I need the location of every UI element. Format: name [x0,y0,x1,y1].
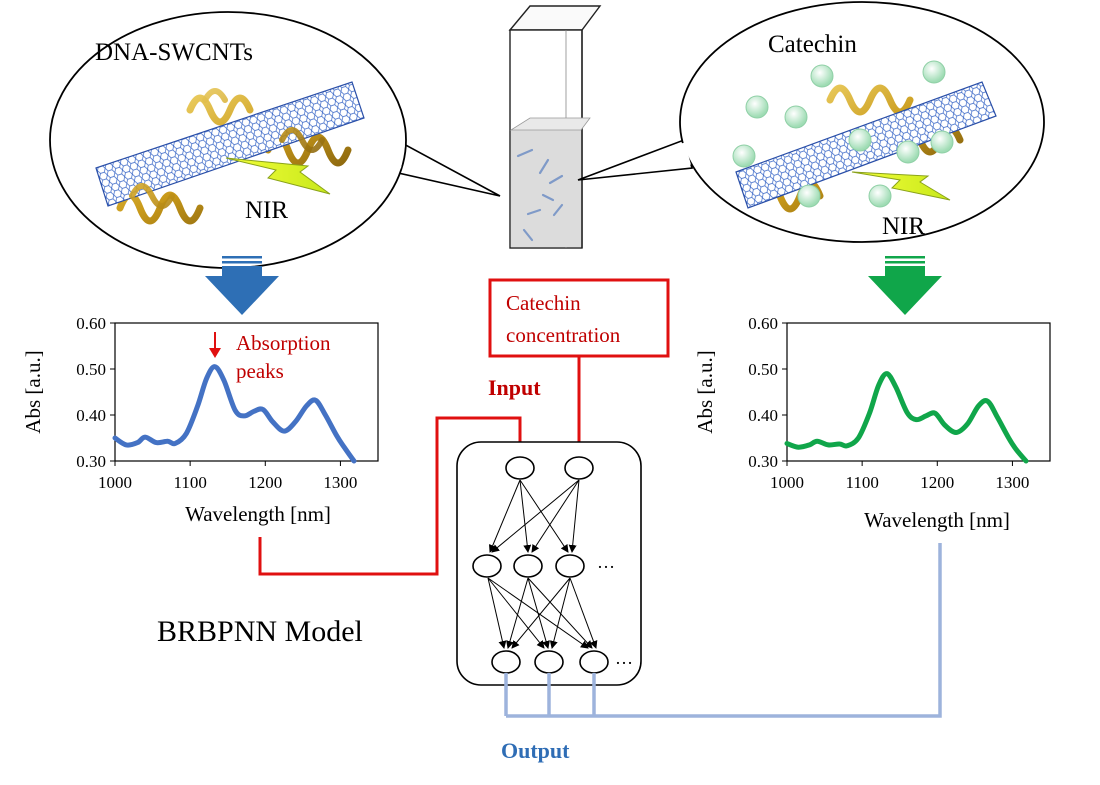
left-bubble-title: DNA-SWCNTs [95,39,253,66]
right-x-tick-label: 1100 [845,473,878,492]
output-layer-ellipsis: … [615,648,633,668]
input-node [564,456,594,480]
catechin-molecules [732,60,954,208]
output-node [534,650,564,674]
output-connectors [504,543,942,718]
right-bubble-title: Catechin [768,31,857,58]
hidden-node [472,554,502,578]
dna-helix-left-front [129,88,325,209]
catechin-concentration-box: Catechin concentration [488,278,670,358]
nir-bolt-right [851,171,951,201]
left-nir-label: NIR [245,197,288,224]
cuvette-nanotubes [516,148,564,242]
nn-connections [487,479,598,649]
nn-input-layer [505,456,594,480]
left-chart-ylabel: Abs [a.u.] [21,350,45,433]
input-box-line1: Catechin [506,291,581,315]
left-spectrum-line [112,364,357,464]
right-y-tick-label: 0.30 [748,452,778,471]
right-bubble: Catechin NIR [577,1,1045,243]
neural-network: … … [456,441,642,686]
left-x-tick-label: 1300 [323,473,357,492]
left-y-tick-label: 0.60 [76,314,106,333]
output-node [491,650,521,674]
hidden-layer-ellipsis: … [597,552,615,572]
model-label: BRBPNN Model [157,615,363,648]
right-nir-label: NIR [882,213,925,240]
left-y-tick-label: 0.30 [76,452,106,471]
hidden-node [555,554,585,578]
right-plot-frame [786,322,1051,462]
left-x-tick-label: 1200 [248,473,282,492]
right-y-tick-label: 0.50 [748,360,778,379]
left-chart-xlabel: Wavelength [nm] [185,502,331,526]
left-bubble: DNA-SWCNTs NIR [49,11,501,269]
output-label: Output [501,738,570,763]
left-x-tick-label: 1000 [98,473,132,492]
left-y-tick-label: 0.40 [76,406,106,425]
cuvette [508,5,602,249]
left-plot-frame [114,322,379,462]
right-chart-xlabel: Wavelength [nm] [864,508,1010,532]
left-chart-plot: 0.30 0.40 0.50 0.60 1000 1100 1200 1300 [76,314,379,492]
left-y-tick-label: 0.50 [76,360,106,379]
right-chart: Abs [a.u.] 0.30 0.40 0.50 0.60 1000 1100 1200 1… [693,314,1051,532]
right-x-tick-label: 1300 [995,473,1029,492]
absorption-arrowhead [209,348,221,358]
nn-output-layer [491,650,609,674]
right-spectrum-line [784,371,1029,464]
input-node [505,456,535,480]
left-x-tick-label: 1100 [173,473,206,492]
right-y-tick-label: 0.40 [748,406,778,425]
nanotube-left [95,81,365,207]
right-chart-ylabel: Abs [a.u.] [693,350,717,433]
output-node [579,650,609,674]
input-connectors [258,356,581,576]
right-x-tick-label: 1200 [920,473,954,492]
input-label: Input [488,375,541,400]
absorption-label-line2: peaks [236,359,284,383]
down-arrow-blue [205,256,279,315]
hidden-node [513,554,543,578]
right-y-tick-label: 0.60 [748,314,778,333]
nn-hidden-layer [472,554,585,578]
absorption-label-line1: Absorption [236,331,331,355]
nir-bolt-left [225,157,331,195]
down-arrow-green [868,256,942,315]
left-chart: Abs [a.u.] 0.30 0.40 0.50 0.60 1000 1100 1200 1… [21,314,379,526]
right-x-tick-label: 1000 [770,473,804,492]
input-box-line2: concentration [506,323,621,347]
right-chart-plot: 0.30 0.40 0.50 0.60 1000 1100 1200 1300 [748,314,1051,492]
